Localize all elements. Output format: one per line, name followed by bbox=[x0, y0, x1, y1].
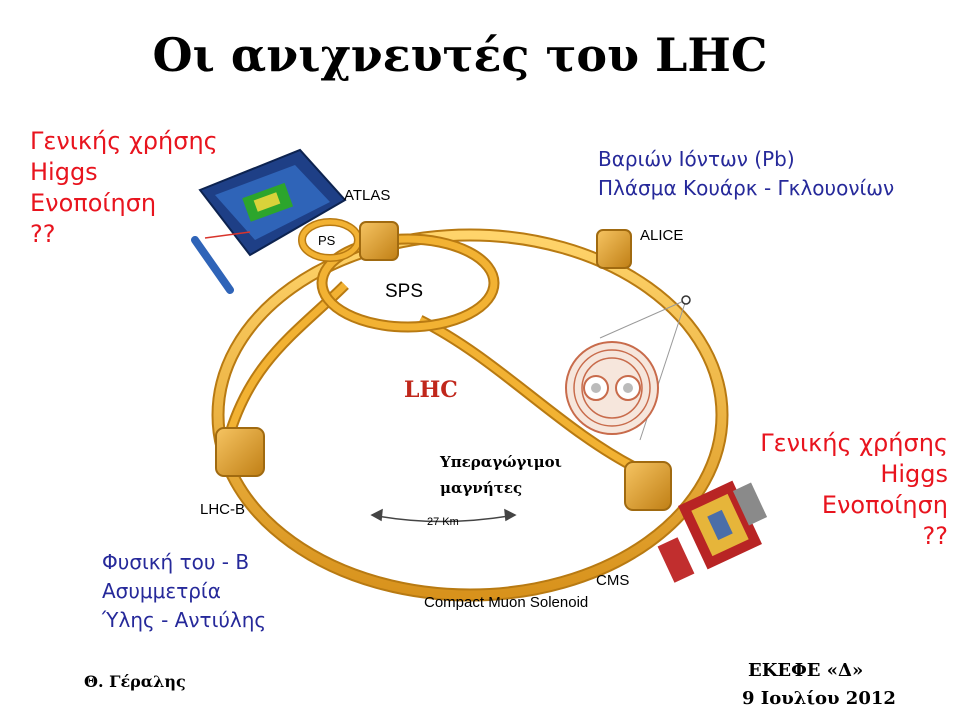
magnet-cross-section bbox=[565, 295, 691, 441]
atlas-cavern bbox=[359, 221, 399, 261]
ps-ring bbox=[298, 218, 362, 262]
sps-label: SPS bbox=[385, 281, 423, 302]
alice-description: Βαριών Ιόντων (Pb) Πλάσμα Κουάρκ - Γκλου… bbox=[598, 145, 894, 203]
length-arrow bbox=[370, 508, 517, 523]
lhcb-line: Φυσική του - Β bbox=[102, 550, 250, 574]
cms-description: Γενικής χρήσης Higgs Ενοποίηση ?? bbox=[760, 428, 948, 552]
lhcb-label: LHC-B bbox=[200, 501, 245, 518]
atlas-label: ATLAS bbox=[344, 187, 390, 204]
ps-label: PS bbox=[318, 233, 336, 248]
cms-line: Γενικής χρήσης bbox=[760, 429, 948, 457]
page-title: Οι ανιχνευτές του LHC bbox=[152, 28, 768, 82]
alice-line: Βαριών Ιόντων (Pb) bbox=[598, 147, 795, 171]
lhc-ring bbox=[211, 228, 729, 602]
lhcb-description: Φυσική του - Β Ασυμμετρία Ύλης - Αντιύλη… bbox=[102, 548, 266, 635]
atlas-line: Ενοποίηση bbox=[30, 189, 157, 217]
footer-author: Θ. Γέραλης bbox=[84, 672, 186, 691]
sps-ring bbox=[316, 233, 500, 333]
cms-line: ?? bbox=[922, 522, 948, 550]
footer-date: 9 Ιουλίου 2012 bbox=[742, 688, 896, 709]
atlas-line: Higgs bbox=[30, 158, 98, 186]
lhcb-line: Ασυμμετρία bbox=[102, 579, 221, 603]
lhc-label: LHC bbox=[404, 377, 458, 403]
lhcb-cavern bbox=[215, 427, 265, 477]
alice-cavern bbox=[596, 229, 632, 269]
atlas-detector-icon bbox=[191, 148, 347, 294]
cms-line: Ενοποίηση bbox=[821, 491, 948, 519]
footer-event: ΕΚΕΦΕ «Δ» bbox=[748, 660, 864, 681]
magnets-label-line2: μαγνήτες bbox=[440, 479, 522, 497]
length-label: 27 Km bbox=[427, 516, 459, 528]
alice-line: Πλάσμα Κουάρκ - Γκλουονίων bbox=[598, 176, 895, 200]
alice-label: ALICE bbox=[640, 227, 683, 244]
magnets-label-line1: Υπεραγώγιμοι bbox=[439, 453, 562, 471]
atlas-line: ?? bbox=[30, 220, 56, 248]
cms-detector-icon bbox=[657, 480, 768, 583]
lhcb-line: Ύλης - Αντιύλης bbox=[102, 608, 267, 632]
cms-full-label: Compact Muon Solenoid bbox=[424, 594, 588, 611]
atlas-description: Γενικής χρήσης Higgs Ενοποίηση ?? bbox=[30, 126, 218, 250]
atlas-line: Γενικής χρήσης bbox=[30, 127, 218, 155]
cms-line: Higgs bbox=[880, 460, 948, 488]
cms-cavern bbox=[624, 461, 672, 511]
cms-label: CMS bbox=[596, 572, 629, 589]
